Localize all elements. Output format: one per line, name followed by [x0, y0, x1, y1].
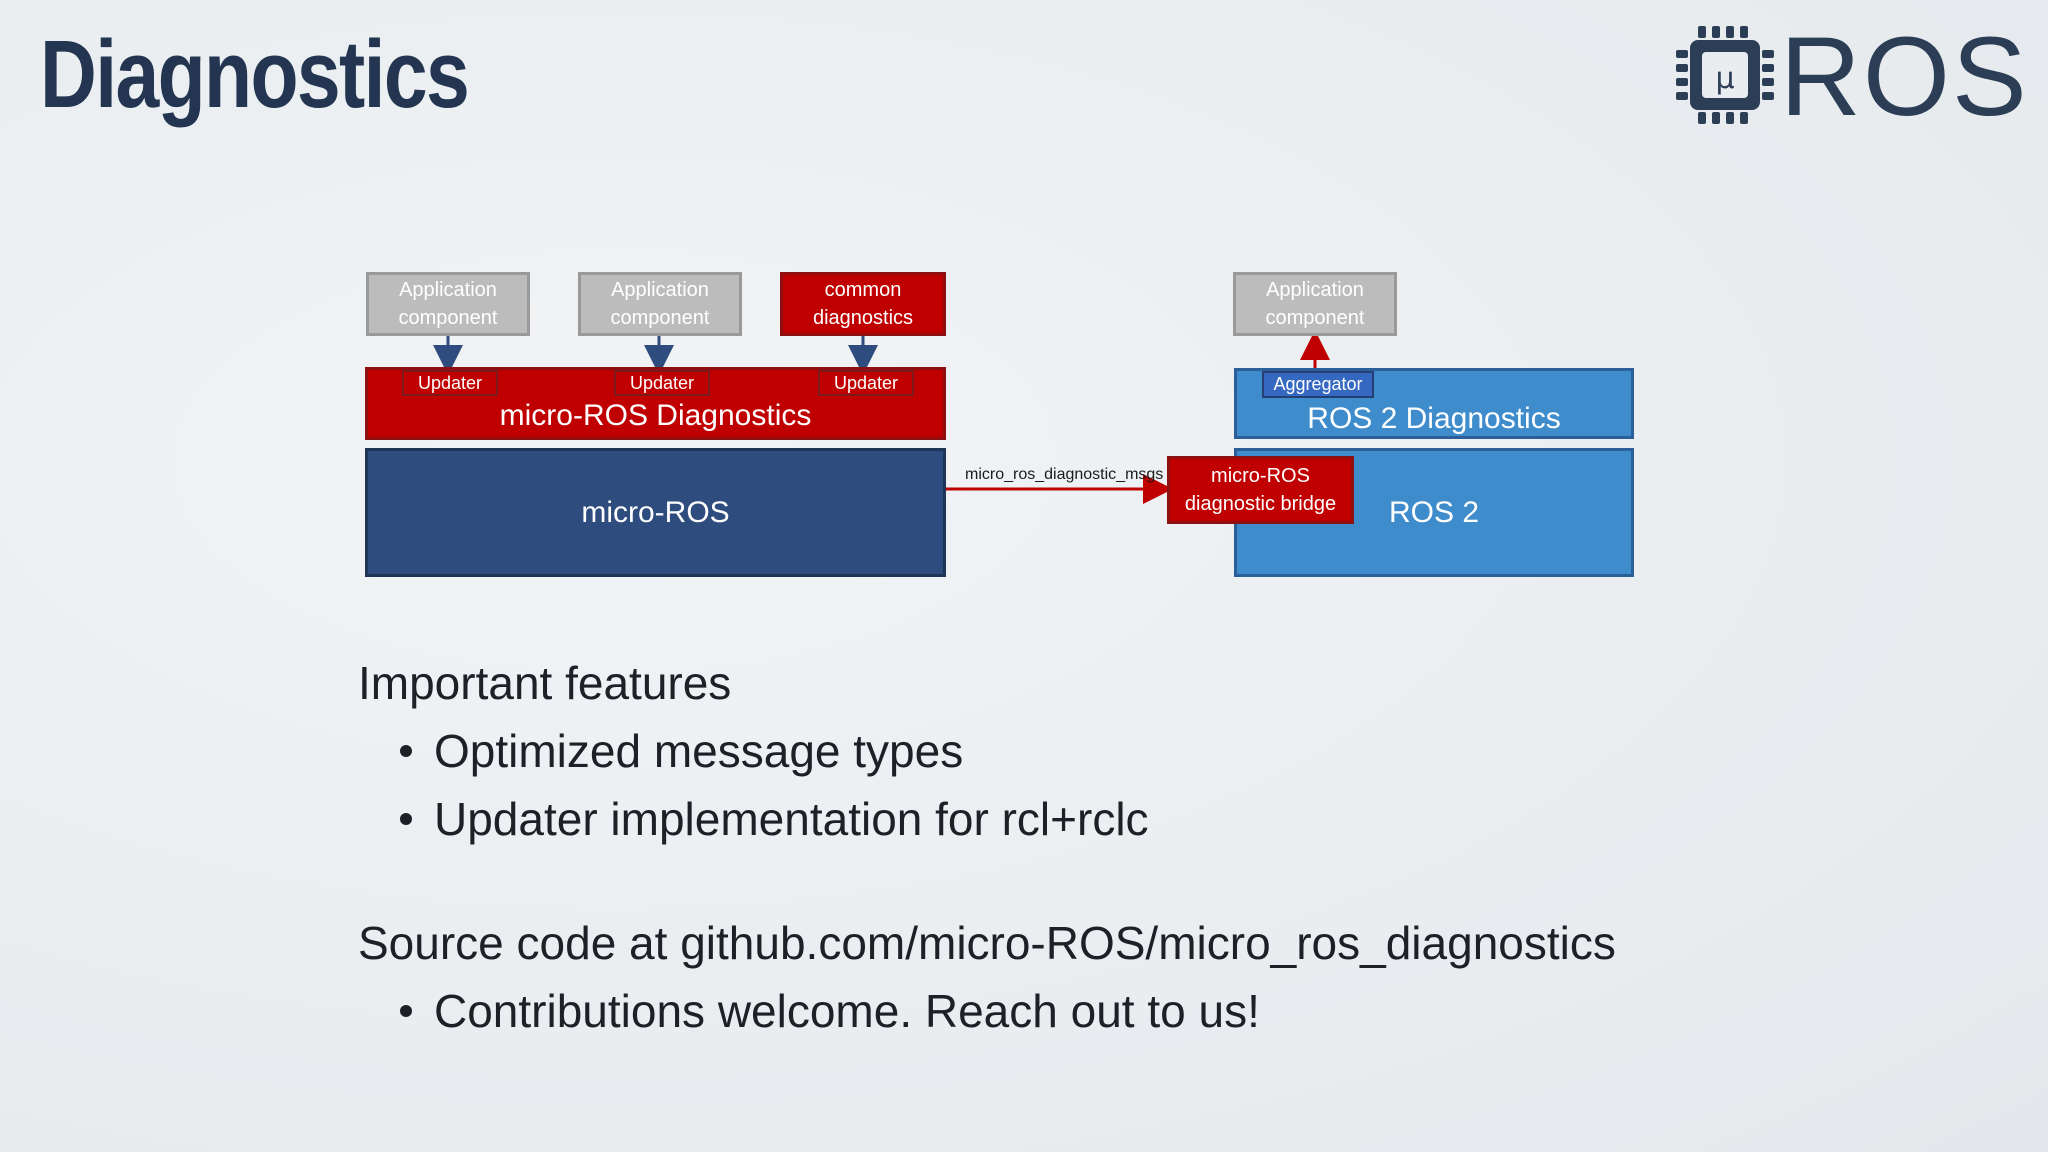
source-item-1: Contributions welcome. Reach out to us! [400, 984, 1260, 1038]
micro-ros-label: micro-ROS [581, 495, 730, 529]
application-component-1: Application component [366, 272, 530, 336]
micro-ros-box: micro-ROS [365, 448, 946, 577]
micro-ros-diagnostics-label: micro-ROS Diagnostics [499, 399, 812, 432]
ros2-diagnostics-label: ROS 2 Diagnostics [1307, 402, 1561, 435]
micro-ros-diagnostics-box: Updater Updater Updater micro-ROS Diagno… [365, 367, 946, 440]
chip-symbol: μ [1715, 61, 1734, 96]
application-component-right: Application component [1233, 272, 1397, 336]
logo-text: ROS [1780, 14, 2029, 139]
application-component-2: Application component [578, 272, 742, 336]
source-heading: Source code at github.com/micro-ROS/micr… [358, 917, 1616, 969]
slide-title: Diagnostics [40, 21, 470, 128]
features-heading: Important features [358, 657, 732, 709]
micro-ros-logo: μ [1676, 26, 1774, 124]
aggregator-box: Aggregator [1262, 371, 1374, 398]
ros2-diagnostics-box: Aggregator ROS 2 Diagnostics [1234, 368, 1634, 439]
chip-icon: μ [1676, 26, 1774, 124]
ros2-label: ROS 2 [1388, 495, 1480, 529]
feature-item-2: Updater implementation for rcl+rclc [400, 792, 1149, 846]
topic-label: micro_ros_diagnostic_msgs [965, 466, 1164, 483]
source-item-1-text: Contributions welcome. Reach out to us! [434, 985, 1260, 1037]
updater-1: Updater [402, 370, 498, 396]
feature-item-1: Optimized message types [400, 724, 963, 778]
feature-item-1-text: Optimized message types [434, 725, 964, 777]
bullet-icon [400, 813, 412, 825]
diagnostic-bridge-box: micro-ROS diagnostic bridge [1167, 456, 1354, 524]
updater-2: Updater [614, 370, 710, 396]
bullet-icon [400, 1005, 412, 1017]
updater-3: Updater [818, 370, 914, 396]
feature-item-2-text: Updater implementation for rcl+rclc [434, 793, 1149, 845]
bullet-icon [400, 745, 412, 757]
common-diagnostics-box: common diagnostics [780, 272, 946, 336]
